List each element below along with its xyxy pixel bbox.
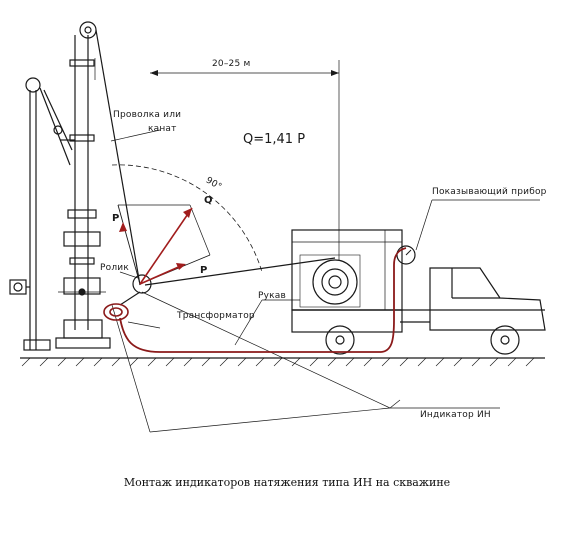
force-construct-2 [189, 204, 211, 256]
force-q-arrow [139, 207, 193, 285]
force-p-horizontal-label: P [200, 265, 208, 276]
figure-caption: Монтаж индикаторов натяжения типа ИН на … [123, 476, 451, 489]
hose-line [119, 247, 407, 353]
wire-rope-top [95, 29, 141, 286]
roller-wheel [132, 274, 152, 294]
gauge-leader [415, 199, 433, 251]
indicator-leader-3 [141, 291, 391, 409]
force-vectors [119, 207, 193, 285]
label-leader-wire [110, 129, 161, 142]
indicator-leader-1 [111, 304, 151, 433]
indicator-label: Индикатор ИН [420, 410, 491, 420]
auxiliary-mast [9, 77, 73, 351]
indicator-to-roller [119, 291, 141, 306]
transformer-label: Трансформатор [177, 311, 255, 321]
ground-hatching [21, 357, 535, 367]
wire-rope-to-truck [144, 257, 336, 286]
transformer-leader [127, 321, 161, 329]
wire-label-line1: Проволка или [113, 110, 182, 120]
distance-label: 20–25 м [212, 59, 251, 69]
formula-label: Q=1,41 P [243, 132, 306, 147]
gauge-label: Показывающий прибор [432, 187, 547, 197]
roller-label: Ролик [100, 263, 129, 273]
force-p-horizontal-arrow [139, 264, 184, 285]
force-p-vertical-label: P [112, 213, 120, 224]
wire-label-line2: канат [148, 124, 177, 134]
hose-leader [234, 299, 263, 346]
hose-label: Рукав [258, 291, 287, 301]
winch-drum [312, 259, 358, 305]
front-wheel [490, 325, 520, 355]
angle-arc [111, 164, 263, 273]
force-p-vertical-arrowhead [119, 222, 127, 232]
truck-cab [429, 267, 546, 331]
rear-wheel [325, 325, 355, 355]
indicator-leader-2 [149, 407, 391, 433]
roller-leader [119, 271, 139, 279]
truck [291, 229, 546, 355]
force-q-label: Q [204, 195, 213, 206]
wellhead-column [55, 21, 111, 349]
force-p-vertical-line [117, 204, 141, 285]
indicator-leader-4 [389, 399, 401, 409]
indicator-device [103, 303, 129, 321]
